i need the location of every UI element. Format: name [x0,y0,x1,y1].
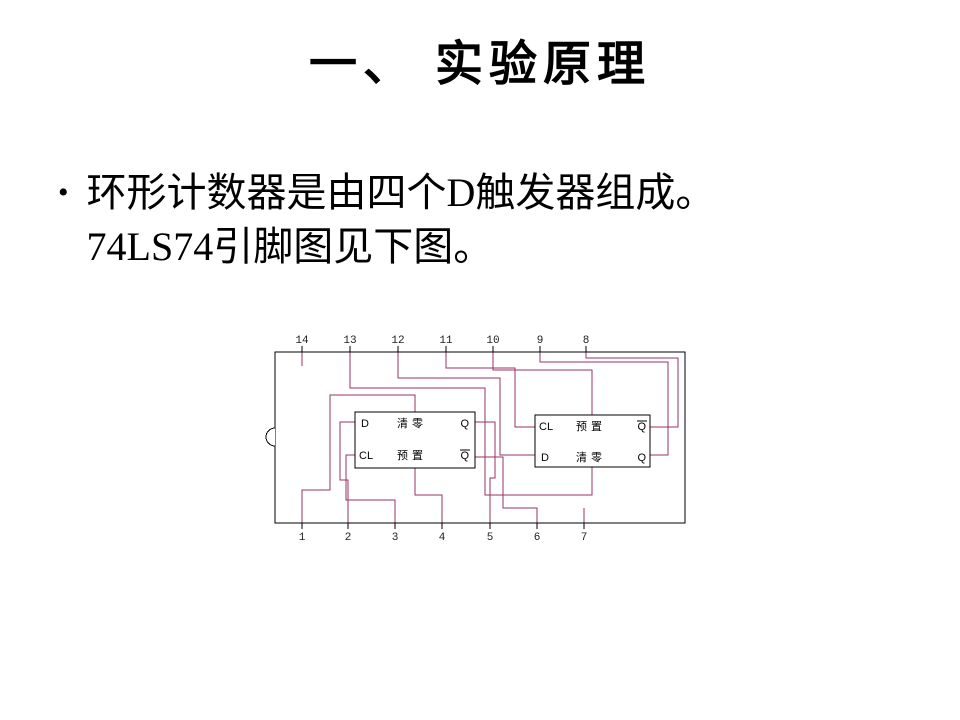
pinout-diagram: 14 13 12 11 10 9 8 1 2 3 4 5 6 7 D 清零 Q … [265,335,686,544]
right-block-cl-label: CL [539,421,553,433]
right-block-clear-label: 清零 [576,451,606,464]
pin-number-12: 12 [391,335,404,347]
left-block-cl-label: CL [359,450,373,462]
wire-pin9 [539,352,669,456]
pin-number-5: 5 [487,532,494,544]
pin-number-6: 6 [534,532,541,544]
flipflop-block-right [534,414,651,468]
wire-pin10 [492,352,593,415]
right-block-preset-label: 预置 [576,420,606,433]
pin-number-11: 11 [439,335,453,347]
wire-pin3 [345,454,396,523]
pin-number-8: 8 [583,335,590,347]
left-block-clear-label: 清零 [397,417,427,430]
wire-pin11 [445,352,535,428]
wire-pin13 [349,352,593,496]
wire-pin4 [414,468,443,523]
pin-number-7: 7 [581,532,588,544]
right-block-qbar-label: Q [637,421,646,433]
pin-number-2: 2 [345,532,352,544]
bullet-item: • 环形计数器是由四个D触发器组成。 74LS74引脚图见下图。 [58,166,715,274]
slide-title: 一、 实验原理 [308,38,651,91]
pin-number-1: 1 [299,532,306,544]
wire-pin5 [475,421,496,523]
pin-number-14: 14 [295,335,309,347]
bullet-line-2: 74LS74引脚图见下图。 [86,224,494,269]
left-block-q-label: Q [460,418,469,430]
wire-group [301,352,679,523]
bullet-marker: • [58,176,69,209]
pin-number-4: 4 [439,532,446,544]
wire-pin2 [339,421,355,523]
right-block-q-label: Q [637,452,646,464]
left-block-qbar-label: Q [460,450,469,462]
pin-number-9: 9 [537,335,544,347]
wire-pin8 [585,352,679,428]
left-block-d-label: D [361,418,369,430]
ic-notch [265,427,276,447]
pin-number-13: 13 [343,335,356,347]
wire-pin6 [475,456,538,523]
ic-outline-group [265,346,686,529]
bullet-line-1: 环形计数器是由四个D触发器组成。 [86,170,716,215]
left-block-preset-label: 预置 [397,449,427,462]
pin-number-3: 3 [392,532,399,544]
wire-pin1 [301,394,416,523]
pin-number-10: 10 [486,335,499,347]
wire-pin12 [397,352,535,456]
bullet-text: 环形计数器是由四个D触发器组成。 74LS74引脚图见下图。 [87,166,716,274]
right-block-d-label: D [541,452,549,464]
flipflop-block-left [354,411,476,469]
